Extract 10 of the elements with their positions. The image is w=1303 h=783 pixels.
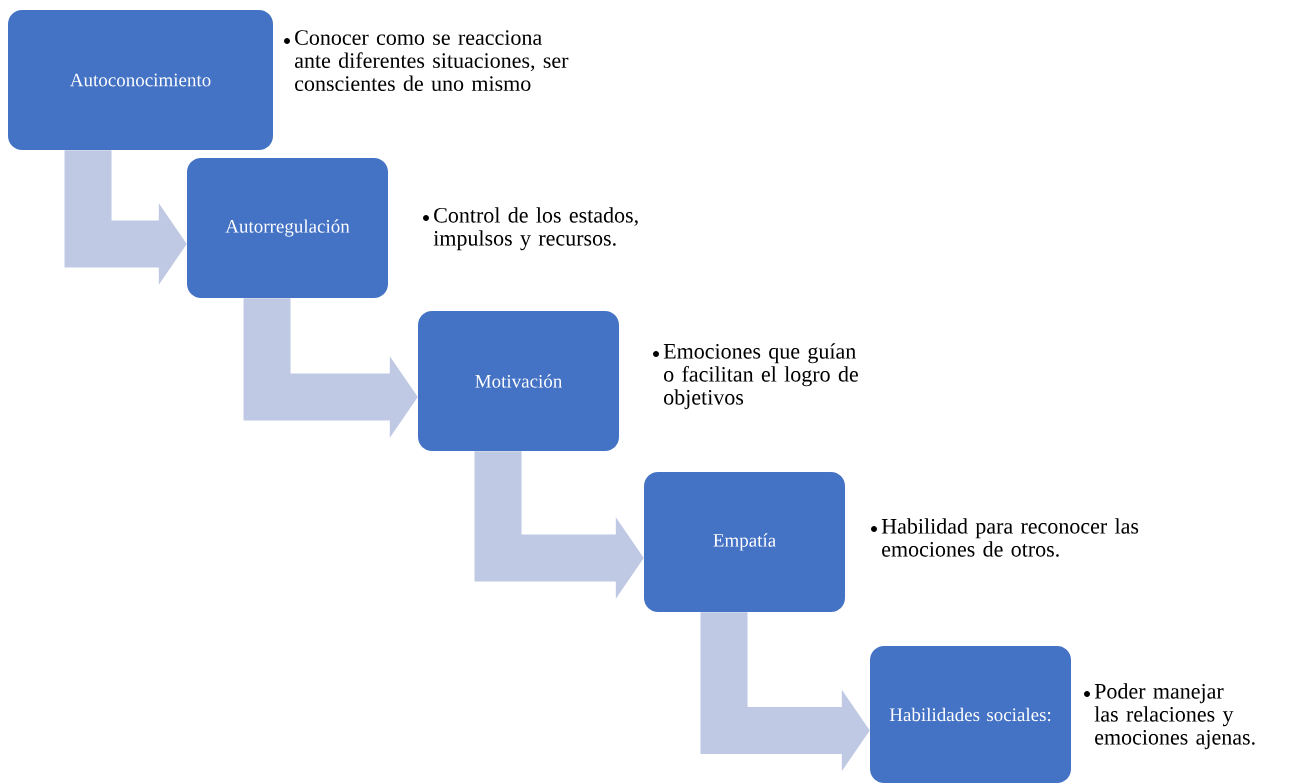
bullet-text: Emociones que guían o facilitan el logro de objetivos xyxy=(663,343,858,410)
bullet-text: Control de los estados, impulsos y recursos. xyxy=(433,207,638,251)
bullet-text: Poder manejar las relaciones y emociones ajenas. xyxy=(1094,683,1255,750)
process-box: Habilidades sociales: xyxy=(870,646,1071,783)
process-box: Autorregulación xyxy=(187,158,388,298)
bullet-text: Habilidad para reconocer las emociones de otros. xyxy=(881,518,1139,557)
bullet-text: Conocer como se reacciona ante diferentes situaciones, ser conscientes de uno mismo xyxy=(295,30,569,91)
process-box: Autoconocimiento xyxy=(8,10,273,150)
process-box: Empatía xyxy=(644,472,845,612)
process-box: Motivación xyxy=(418,311,619,451)
